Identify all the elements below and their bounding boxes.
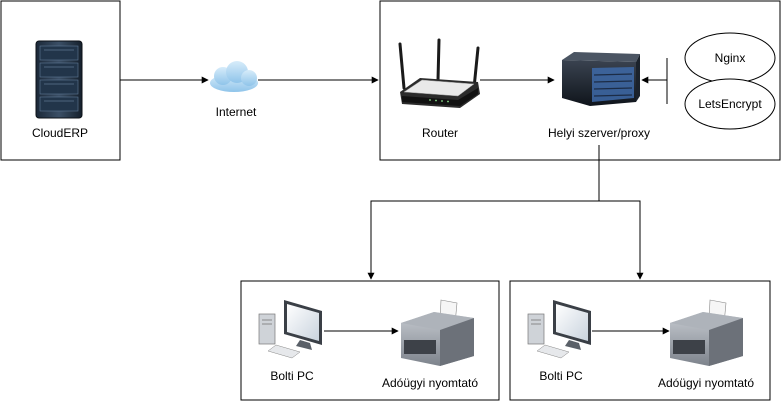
cloud-icon (210, 61, 258, 92)
letsencrypt-label: LetsEncrypt (698, 97, 762, 111)
desktop-pc-icon (527, 300, 591, 359)
shop-left-printer-label: Adóügyi nyomtató (382, 376, 478, 390)
internet-label: Internet (216, 105, 257, 119)
printer-icon (401, 299, 474, 366)
shop-left-pc-label: Bolti PC (270, 369, 314, 383)
clouderp-label: CloudERP (32, 126, 88, 140)
edge-server-shop-left (367, 200, 599, 280)
edge-server-shop-right (599, 200, 644, 280)
shop-right-pc-label: Bolti PC (539, 369, 583, 383)
local-server-label: Helyi szerver/proxy (548, 126, 650, 140)
nginx-label: Nginx (715, 51, 746, 65)
letsencrypt-node (684, 78, 776, 130)
server-icon (562, 52, 640, 106)
desktop-pc-icon (258, 300, 322, 359)
router-label: Router (422, 126, 458, 140)
shop-right-printer-label: Adóügyi nyomtató (658, 376, 754, 390)
server-rack-icon (35, 40, 83, 119)
printer-icon (670, 299, 743, 366)
router-icon (398, 38, 480, 108)
